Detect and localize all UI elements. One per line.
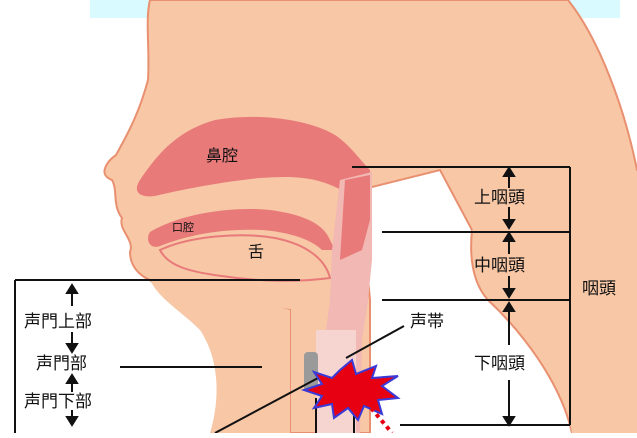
label-glottis: 声門部 (36, 356, 87, 373)
label-supraglottis: 声門上部 (24, 314, 92, 331)
label-epipharynx: 上咽頭 (474, 190, 525, 207)
label-tongue: 舌 (248, 244, 264, 260)
label-oral-cavity: 口腔 (172, 222, 194, 233)
label-vocal-cords: 声帯 (410, 314, 444, 331)
label-subglottis: 声門下部 (24, 394, 92, 411)
label-mesopharynx: 中咽頭 (474, 258, 525, 275)
label-nasal-cavity: 鼻腔 (206, 148, 238, 164)
label-hypopharynx: 下咽頭 (474, 356, 525, 373)
label-pharynx: 咽頭 (582, 281, 616, 298)
